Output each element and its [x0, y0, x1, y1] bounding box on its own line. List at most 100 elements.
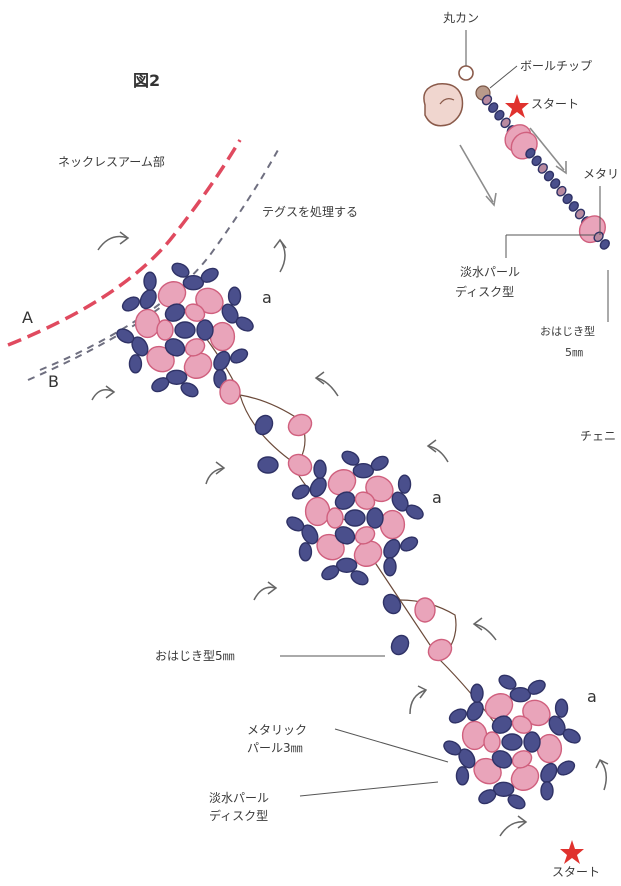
inset-small-bead [537, 163, 548, 174]
navy-bead [498, 674, 517, 690]
center-bead [344, 509, 366, 527]
inner-bead [354, 526, 376, 545]
inner-bead [491, 750, 513, 769]
inset-small-bead [562, 193, 573, 205]
navy-bead [352, 463, 375, 479]
navy-bead [131, 336, 149, 357]
navy-bead [139, 289, 157, 310]
inset-ohajiki-label-2: 5㎜ [565, 346, 583, 359]
inner-bead [156, 319, 174, 341]
navy-bead [548, 715, 566, 736]
center-bead [174, 321, 196, 339]
navy-bead [443, 740, 462, 756]
navy-bead [291, 484, 310, 500]
inset-chain-label: チェニ [580, 429, 616, 443]
inset-metallic-label: メタリ [583, 167, 619, 181]
navy-bead [321, 565, 340, 581]
bead-flower-1 [116, 262, 254, 398]
bead-connectors [219, 379, 453, 662]
navy-bead [540, 762, 558, 783]
line-b-label: B [48, 372, 59, 391]
inner-bead [326, 507, 344, 529]
inner-bead [366, 507, 384, 529]
inset-ballchip-label: ボールチップ [520, 59, 592, 73]
inset-start-label: スタート [531, 97, 579, 111]
jump-ring-icon [458, 65, 474, 81]
navy-bead [509, 687, 532, 703]
clasp-inset: 丸カン ボールチップ スタート メタリ 淡水パール ディスク型 おはじき型 5㎜… [423, 11, 619, 443]
figure-title: 図2 [133, 71, 160, 90]
bead-flower-2 [286, 450, 424, 586]
navy-bead [298, 542, 313, 562]
inner-bead [184, 303, 206, 322]
inset-ohajiki-label-1: おはじき型 [540, 324, 595, 338]
navy-bead [235, 316, 254, 332]
pink-connector-bead [427, 638, 453, 662]
lobster-clasp-icon [423, 83, 464, 127]
inner-bead [164, 303, 186, 322]
navy-connector-bead [390, 634, 410, 656]
pink-connector-bead [287, 413, 313, 437]
inset-small-bead [556, 185, 567, 197]
pink-disc-bead [209, 321, 236, 352]
necklace-arm-line-a [7, 139, 242, 347]
navy-connector-bead [257, 456, 279, 474]
pink-disc-bead [304, 496, 331, 527]
navy-bead [455, 766, 470, 786]
inset-freshwater-label-2: ディスク型 [455, 284, 514, 299]
inner-bead [334, 526, 356, 545]
navy-bead [309, 477, 327, 498]
navy-bead [562, 728, 581, 744]
navy-bead [200, 267, 219, 283]
start-label: スタート [552, 865, 600, 879]
direction-arrows [91, 231, 609, 837]
inner-bead [184, 338, 206, 357]
inset-small-bead [599, 239, 610, 250]
navy-bead [383, 538, 401, 559]
inset-small-bead [494, 109, 505, 121]
mark-a-3: a [587, 687, 597, 706]
navy-connector-bead [254, 414, 274, 436]
inner-bead [523, 731, 541, 753]
inset-small-bead [488, 102, 499, 113]
inner-bead [511, 715, 533, 734]
tegusu-label: テグスを処理する [262, 205, 358, 219]
inner-bead [491, 715, 513, 734]
start-star-icon [560, 840, 584, 864]
inset-small-bead [568, 201, 579, 212]
inset-small-bead [593, 231, 604, 243]
inset-start-star-icon [505, 94, 529, 118]
navy-bead [221, 303, 239, 324]
pink-connector-bead [414, 597, 436, 623]
navy-bead [213, 350, 231, 371]
freshwater-label-1: 淡水パール [209, 791, 269, 805]
necklace-arm-label: ネックレスアーム部 [58, 154, 165, 169]
navy-bead [128, 354, 143, 374]
inset-small-bead [574, 208, 586, 220]
navy-bead [313, 459, 327, 479]
navy-bead [478, 789, 497, 805]
navy-bead [180, 382, 199, 398]
pink-disc-bead [134, 308, 161, 339]
navy-bead [540, 781, 554, 801]
navy-bead [383, 557, 397, 577]
navy-bead [554, 698, 569, 718]
navy-bead [458, 748, 476, 769]
navy-bead [341, 450, 360, 466]
navy-bead [171, 262, 190, 278]
ohajiki-label: おはじき型5㎜ [155, 649, 235, 663]
navy-bead [470, 683, 484, 703]
pink-connector-bead [287, 453, 313, 477]
navy-bead [151, 377, 170, 393]
mark-a-1: a [262, 288, 272, 307]
navy-bead [527, 679, 546, 695]
mark-a-2: a [432, 488, 442, 507]
navy-bead [370, 455, 389, 471]
inset-small-bead [481, 94, 493, 106]
navy-bead [492, 781, 515, 797]
metallic-leader [334, 728, 449, 763]
navy-bead [286, 516, 305, 532]
pink-connector-bead [219, 379, 241, 405]
navy-bead [557, 760, 576, 776]
